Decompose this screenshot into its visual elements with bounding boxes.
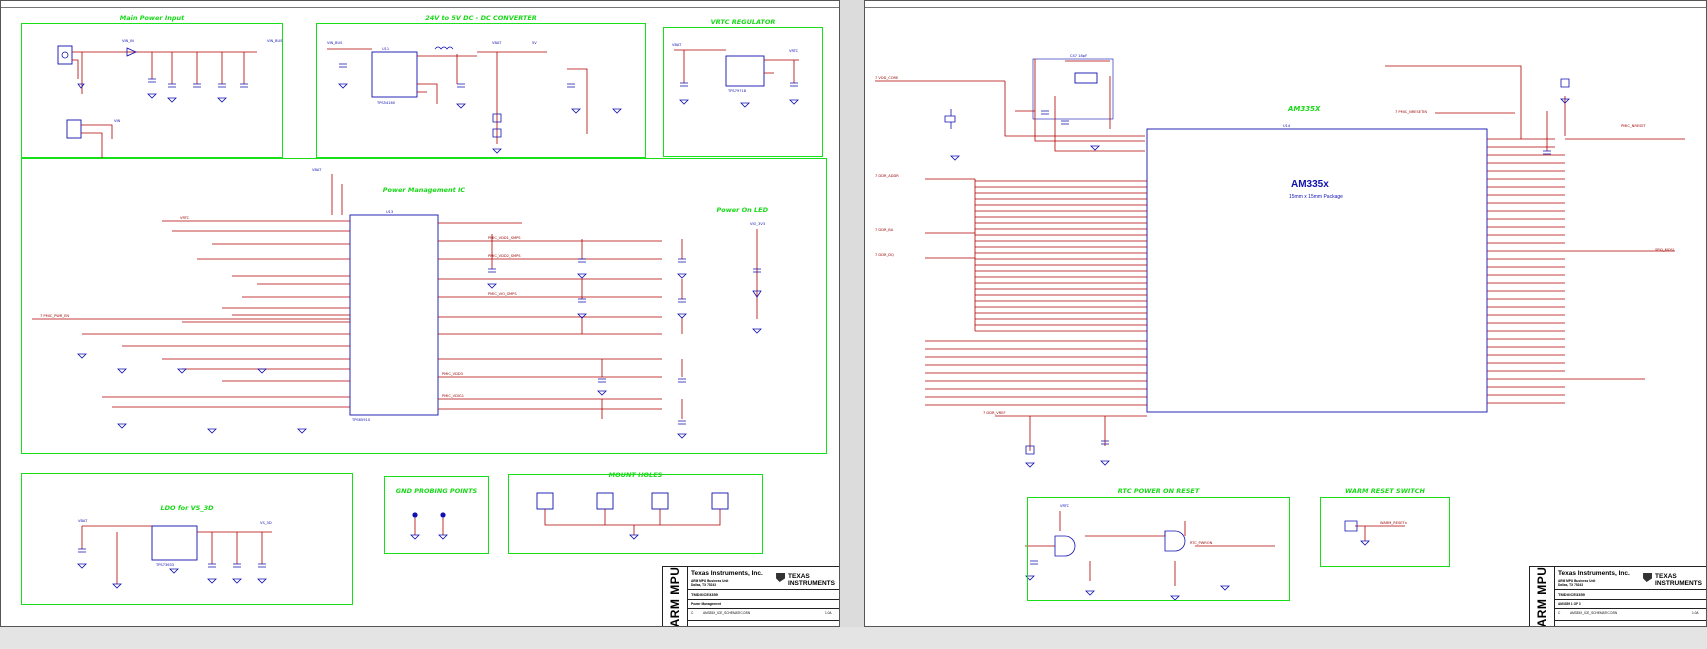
title-block-vertical: ARM MPU — [663, 566, 688, 626]
svg-text:U14: U14 — [1283, 124, 1291, 128]
svg-text:VIO_3V3: VIO_3V3 — [750, 222, 765, 226]
svg-text:7 DDR_BA: 7 DDR_BA — [875, 228, 894, 232]
svg-text:VIN: VIN — [114, 119, 121, 123]
block-mount-holes: MOUNT HOLES — [508, 471, 763, 554]
svg-text:7 PMIC_NRESETIN: 7 PMIC_NRESETIN — [1395, 110, 1427, 114]
block-dc-dc-converter: 24V to 5V DC - DC CONVERTER U11 TPS54160… — [316, 14, 646, 158]
title-block-document: AM335X_ICE_SCHEMATIC.DSN — [1570, 611, 1618, 615]
block-title: MOUNT HOLES — [608, 471, 663, 479]
svg-text:7 VDD_CORE: 7 VDD_CORE — [875, 76, 899, 80]
title-block-subtitle-1: ARM MPU Business Unit — [1558, 579, 1596, 583]
block-title: WARM RESET SWITCH — [1345, 487, 1425, 495]
block-title: Power Management IC — [382, 186, 466, 194]
svg-text:VRTC: VRTC — [180, 216, 190, 220]
svg-text:PMIC_VIO_SMPS: PMIC_VIO_SMPS — [488, 292, 517, 296]
title-block: ARM MPU Texas Instruments, Inc. ARM MPU … — [1529, 566, 1706, 626]
svg-text:U11: U11 — [382, 47, 389, 51]
block-vrtc-regulator: VRTC REGULATOR TPS79718 VBAT VRTC — [663, 18, 823, 157]
svg-text:7 PMIC_PWR_EN: 7 PMIC_PWR_EN — [40, 314, 69, 318]
chip-name: AM335x — [1291, 179, 1329, 190]
chip-package: 15mm x 15mm Package — [1289, 194, 1343, 200]
block-title: Main Power Input — [119, 14, 185, 22]
title-block-revision: 1.0A — [825, 611, 832, 615]
svg-text:PMIC_VDIG1: PMIC_VDIG1 — [442, 394, 464, 398]
svg-text:TPS73633: TPS73633 — [155, 563, 174, 567]
svg-text:PMIC_VDD1_SMPS: PMIC_VDD1_SMPS — [488, 236, 521, 240]
title-block-revision: 1.0A — [1692, 611, 1699, 615]
title-block-sheet-name: Power Management — [691, 602, 721, 606]
svg-text:VS_3D: VS_3D — [260, 521, 272, 525]
svg-text:7 DDR_VREF: 7 DDR_VREF — [983, 411, 1006, 415]
svg-text:RTC_PWRON: RTC_PWRON — [1190, 541, 1213, 545]
dc-dc-circuit: U11 TPS54160 VIN_BUS VBAT 5V — [327, 41, 622, 154]
title-block-size: C — [691, 611, 694, 615]
ti-logo-icon — [776, 573, 786, 582]
svg-text:7 DDR_ADDR: 7 DDR_ADDR — [875, 174, 899, 178]
title-block-size: C — [1558, 611, 1561, 615]
svg-text:TPS79718: TPS79718 — [727, 89, 747, 93]
title-block-project: TMDXICE3359 — [1558, 592, 1585, 597]
svg-text:PMIC_VDD3: PMIC_VDD3 — [442, 372, 463, 376]
block-ldo-vs-3d: LDO for VS_3D TPS73633 VBAT VS_3D — [21, 473, 353, 605]
svg-text:TPS54160: TPS54160 — [376, 101, 396, 105]
ti-logo-icon — [1643, 573, 1653, 582]
gnd-probe-circuit — [410, 512, 448, 540]
schematic-sheet-power[interactable]: Main Power Input VIN_IN VIN_BUS VIN 24V … — [0, 0, 840, 627]
svg-text:U13: U13 — [386, 210, 393, 214]
viewer-bottom-strip — [0, 627, 1707, 649]
svg-text:TPS65910: TPS65910 — [351, 418, 371, 422]
block-title: 24V to 5V DC - DC CONVERTER — [425, 14, 537, 22]
title-block: ARM MPU Texas Instruments, Inc. ARM MPU … — [662, 566, 839, 626]
block-title: VRTC REGULATOR — [710, 18, 776, 26]
vrtc-circuit: TPS79718 VBAT VRTC — [672, 43, 799, 108]
svg-text:C47 18pF: C47 18pF — [1070, 54, 1087, 58]
svg-text:VIN_IN: VIN_IN — [122, 39, 134, 43]
mount-holes-circuit — [536, 492, 729, 540]
ldo-circuit: TPS73633 VBAT VS_3D — [77, 519, 272, 589]
sheet-border-top — [865, 1, 1706, 8]
block-main-power-input: Main Power Input VIN_IN VIN_BUS VIN — [21, 14, 283, 159]
block-power-management-ic: Power Management IC Power On LED U13 TPS… — [21, 158, 827, 454]
power-on-led-title: Power On LED — [716, 206, 768, 214]
block-warm-reset-switch: WARM RESET SWITCH — [1320, 487, 1450, 567]
mpu-circuit: 7 VDD_CORE C47 18pF U14 7 DDR_ADDR 7 DDR… — [875, 54, 1685, 601]
svg-text:VBAT: VBAT — [672, 43, 682, 47]
svg-text:VBAT: VBAT — [78, 519, 88, 523]
title-block-document: AM335X_ICE_SCHEMATIC.DSN — [703, 611, 751, 615]
svg-text:SPI0_MOSI: SPI0_MOSI — [1655, 248, 1674, 252]
title-block-company: Texas Instruments, Inc. — [691, 570, 763, 577]
svg-text:VBAT: VBAT — [492, 41, 502, 45]
sheet-border-top — [1, 1, 839, 8]
sheet-gap — [840, 0, 864, 649]
title-block-subtitle-2: Dallas, TX 75243 — [1558, 583, 1583, 587]
block-title: GND PROBING POINTS — [395, 487, 478, 495]
svg-text:7 DDR_DQ: 7 DDR_DQ — [875, 253, 894, 257]
title-block-company: Texas Instruments, Inc. — [1558, 570, 1630, 577]
title-block-project: TMDXICE3359 — [691, 592, 718, 597]
svg-text:VRTC: VRTC — [789, 49, 799, 53]
svg-text:VIN_BUS: VIN_BUS — [267, 39, 283, 43]
svg-text:VIN_BUS: VIN_BUS — [327, 41, 343, 45]
block-rtc-power-on-reset: RTC POWER ON RESET — [1027, 487, 1290, 601]
title-block-subtitle-2: Dallas, TX 75243 — [691, 583, 716, 587]
block-gnd-probing-points: GND PROBING POINTS — [384, 476, 489, 554]
block-title: RTC POWER ON RESET — [1117, 487, 1200, 495]
title-block-subtitle-1: ARM MPU Business Unit — [691, 579, 729, 583]
svg-text:PMIC_VDD2_SMPS: PMIC_VDD2_SMPS — [488, 254, 521, 258]
block-title: LDO for VS_3D — [160, 504, 214, 512]
schematic-sheet-mpu[interactable]: 7 VDD_CORE C47 18pF U14 7 DDR_ADDR 7 DDR… — [864, 0, 1707, 627]
title-block-sheet-name: AM3359 1 OF 3 — [1558, 602, 1581, 606]
title-block-vertical: ARM MPU — [1530, 566, 1555, 626]
pmic-circuit: U13 TPS65910 7 PMIC_PWR_EN VRTC PMIC_VDD… — [32, 168, 765, 439]
power-input-circuit: VIN_IN VIN_BUS VIN — [57, 39, 283, 159]
svg-text:VBAT: VBAT — [312, 168, 322, 172]
svg-text:PMIC_NRESET: PMIC_NRESET — [1621, 124, 1647, 128]
svg-text:WARM_RESETn: WARM_RESETn — [1380, 521, 1407, 525]
mpu-section-label: AM335X — [1288, 105, 1321, 113]
svg-text:VRTC: VRTC — [1060, 504, 1070, 508]
svg-text:5V: 5V — [532, 41, 537, 45]
